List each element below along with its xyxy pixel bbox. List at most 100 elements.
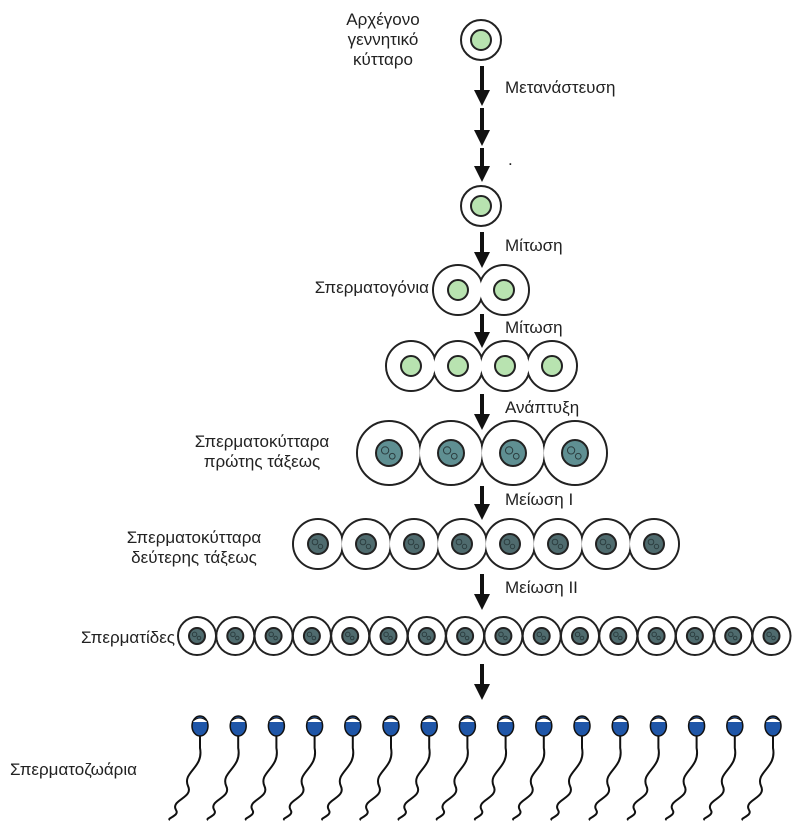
secondary-spermatocyte-chain — [292, 518, 680, 570]
spermatozoon-4 — [282, 715, 324, 821]
spermatozoon-6 — [359, 715, 400, 821]
sperm-tail-1 — [168, 736, 202, 821]
migrated-cell — [460, 185, 502, 227]
spermatogonia-label: Σπερματογόνια — [314, 278, 429, 297]
spermatid-chain-chromatin-4 — [306, 631, 313, 638]
sperm-tail-4 — [282, 736, 316, 821]
spermatid-chain-chromatin-b-11 — [579, 635, 585, 641]
step-growth-label: Ανάπτυξη — [505, 398, 580, 417]
step-meiosis-1-label: Μείωση Ι — [505, 490, 574, 509]
spermatid-chain-nucleus-4 — [302, 627, 321, 645]
spermatid-chain-chromatin-12 — [613, 631, 619, 638]
spermatozoa-label: Σπερματοζωάρια — [10, 760, 137, 779]
secondary-spermatocyte-chain-chromatin-b-3 — [413, 543, 420, 550]
spermatozoon-3 — [244, 715, 286, 821]
mitosis-chain-nucleus-2 — [447, 355, 469, 377]
spermatogonia-chain — [432, 264, 530, 316]
secondary-spermatocyte-chain-chromatin-b-2 — [365, 543, 372, 550]
spermatid-chain-chromatin-2 — [230, 631, 236, 638]
secondary-spermatocyte-chain-chromatin-b-5 — [509, 543, 516, 550]
secondary-spermatocyte-chain-chromatin-3 — [407, 538, 415, 546]
primary-spermatocyte-chain-nucleus-2 — [437, 439, 465, 467]
primordial-label-line3: κύτταρο — [353, 50, 413, 69]
spermatid-chain-chromatin-b-7 — [426, 635, 432, 641]
secondary-spermatocyte-chain-chromatin-b-4 — [461, 543, 468, 550]
primary-spermatocyte-chain-nucleus-1 — [375, 439, 403, 467]
primary-spermatocyte-chain-chromatin-b-1 — [388, 452, 396, 460]
sperm-tail-11 — [550, 736, 584, 821]
spermatid-chain-chromatin-b-15 — [732, 635, 738, 641]
sperm-tail-2 — [206, 736, 240, 821]
spermatid-chain-chromatin-b-14 — [694, 635, 700, 641]
sperm-acrosome-9 — [497, 717, 514, 723]
spermatid-chain-nucleus-10 — [532, 627, 551, 645]
sperm-acrosome-7 — [420, 717, 438, 723]
spermatid-chain-chromatin-b-12 — [618, 635, 623, 641]
primary-spermatocyte-chain-nucleus-3 — [499, 439, 527, 467]
spermatozoon-11 — [550, 715, 591, 821]
spermatid-chain-nucleus-2 — [226, 627, 245, 645]
sperm-tail-5 — [321, 736, 355, 821]
spermatid-chain-chromatin-b-4 — [311, 635, 317, 641]
spermatid-chain-chromatin-b-9 — [503, 635, 508, 641]
secondary-spermatocyte-chain-nucleus-8 — [643, 533, 665, 555]
primary-label-line1: Σπερματοκύτταρα — [194, 432, 330, 451]
spermatid-chain-nucleus-3 — [264, 627, 283, 645]
primary-spermatocytes-label: Σπερματοκύτταρα πρώτης τάξεως — [172, 432, 352, 472]
mitosis-chain-nucleus-4 — [541, 355, 563, 377]
spermatogonia-chain-nucleus-1 — [447, 279, 469, 301]
sperm-acrosome-10 — [535, 717, 553, 723]
sperm-tail-16 — [741, 736, 775, 821]
spermatogonia-chain-nucleus-2 — [493, 279, 515, 301]
spermatozoon-15 — [703, 715, 744, 821]
mitosis-chain-nucleus-3 — [494, 355, 516, 377]
secondary-spermatocyte-chain-chromatin-b-8 — [653, 543, 660, 550]
primary-spermatocyte-chain — [356, 420, 608, 486]
spermatid-chain-chromatin-3 — [268, 631, 274, 638]
secondary-spermatocyte-chain-chromatin-5 — [503, 538, 511, 546]
primary-spermatocyte-chain-chromatin-3 — [504, 446, 514, 455]
secondary-spermatocyte-chain-nucleus-2 — [355, 533, 377, 555]
spermatid-chain-chromatin-14 — [689, 631, 696, 638]
secondary-spermatocyte-chain-chromatin-8 — [647, 538, 655, 546]
primary-spermatocyte-chain-chromatin-b-3 — [512, 452, 520, 460]
sperm-acrosome-1 — [191, 717, 209, 723]
spermatid-chain-nucleus-8 — [456, 627, 475, 645]
spermatid-chain-nucleus-7 — [417, 627, 436, 645]
sperm-tail-7 — [397, 736, 431, 821]
spermatid-chain-nucleus-13 — [647, 627, 666, 645]
sperm-tail-9 — [473, 736, 507, 821]
spermatid-chain-nucleus-5 — [341, 627, 360, 645]
primary-spermatocyte-chain-chromatin-4 — [566, 446, 576, 455]
secondary-spermatocyte-chain-nucleus-5 — [499, 533, 521, 555]
sperm-acrosome-8 — [459, 717, 476, 723]
sperm-acrosome-12 — [611, 717, 629, 723]
spermatid-chain-chromatin-b-3 — [273, 635, 278, 641]
spermatid-chain-chromatin-8 — [459, 631, 466, 638]
primary-spermatocyte-chain-chromatin-1 — [380, 446, 390, 455]
spermatid-chain-nucleus-9 — [494, 627, 513, 645]
primary-spermatocyte-chain-chromatin-b-4 — [574, 452, 582, 460]
spermatid-chain-chromatin-11 — [574, 631, 581, 638]
spermatid-chain-chromatin-9 — [498, 631, 504, 638]
migrated-cell-nucleus-1 — [470, 195, 492, 217]
spermatozoon-13 — [626, 715, 668, 821]
spermatid-chain-chromatin-10 — [536, 631, 543, 638]
sperm-acrosome-4 — [306, 717, 323, 723]
spermatid-chain — [177, 616, 792, 656]
secondary-spermatocyte-chain-nucleus-4 — [451, 533, 473, 555]
sperm-acrosome-14 — [688, 717, 705, 723]
secondary-label-line2: δεύτερης τάξεως — [131, 548, 257, 567]
spermatid-chain-chromatin-b-10 — [541, 635, 546, 641]
spermatid-chain-nucleus-16 — [762, 627, 781, 645]
secondary-spermatocyte-chain-chromatin-4 — [455, 538, 463, 546]
sperm-tail-6 — [359, 736, 393, 821]
secondary-spermatocyte-chain-chromatin-b-1 — [317, 543, 324, 550]
spermatozoon-2 — [206, 715, 247, 821]
step-mitosis-1-label: Μίτωση — [505, 236, 563, 255]
primordial-cell-label: Αρχέγονο γεννητικό κύτταρο — [318, 10, 448, 70]
sperm-tail-12 — [588, 736, 622, 821]
spermatid-chain-chromatin-7 — [421, 631, 428, 638]
spermatid-chain-chromatin-13 — [651, 631, 657, 638]
sperm-acrosome-15 — [726, 717, 744, 723]
